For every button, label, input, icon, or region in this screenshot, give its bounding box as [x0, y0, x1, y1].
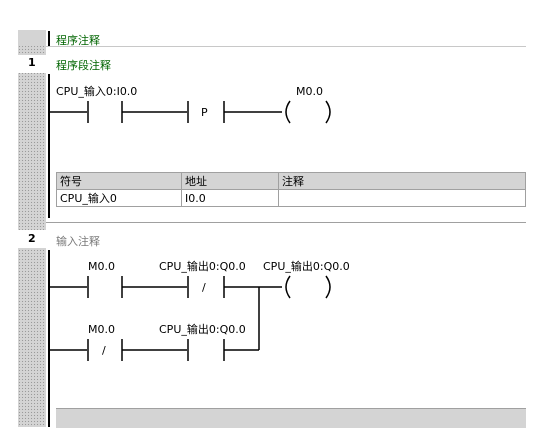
coil-cpu-output0-label: CPU_输出0:Q0.0 [263, 259, 350, 273]
coil-cpu-output0[interactable]: CPU_输出0:Q0.0 [263, 259, 350, 299]
comment-column-header[interactable]: 注释 [278, 172, 526, 190]
contact-cpu-input0[interactable]: CPU_输入0:I0.0 [56, 84, 137, 123]
network-1-power-rail [48, 74, 50, 218]
network-2-rung-1: M0.0 / CPU_输出0:Q0.0 CPU_输出0:Q0.0 [49, 259, 350, 299]
program-comment[interactable]: 程序注释 [56, 34, 100, 47]
edge-label: P [201, 106, 208, 119]
network-1-header[interactable] [18, 55, 528, 73]
contact-m0-0[interactable]: M0.0 [87, 260, 123, 298]
network-2-symbol-table-partial [56, 408, 526, 428]
symbol-cell[interactable]: CPU_输入0 [56, 189, 182, 207]
negate-symbol-2: / [102, 344, 106, 357]
network-1-rung: CPU_输入0:I0.0 P M0.0 [49, 84, 331, 124]
contact-cpu-output0[interactable]: CPU_输出0:Q0.0 [159, 322, 246, 361]
network-divider [46, 222, 526, 223]
network-2-header[interactable] [18, 230, 528, 248]
left-gutter [18, 30, 46, 427]
contact-not-cpu-output0-label: CPU_输出0:Q0.0 [159, 259, 246, 273]
network-2-comment[interactable]: 输入注释 [56, 235, 100, 248]
program-comment-marker [48, 31, 50, 46]
contact-not-m0-0-label: M0.0 [88, 323, 115, 336]
network-1-number: 1 [28, 56, 36, 69]
coil-m0-0-label: M0.0 [296, 85, 323, 98]
program-comment-divider [46, 46, 526, 47]
network-2-number: 2 [28, 232, 36, 245]
table-row[interactable]: CPU_输入0 I0.0 [56, 189, 526, 207]
contact-m0-0-label: M0.0 [88, 260, 115, 273]
contact-not-cpu-output0[interactable]: / CPU_输出0:Q0.0 [159, 259, 246, 298]
network-1-symbol-table: 符号 地址 注释 CPU_输入0 I0.0 [56, 172, 526, 207]
negate-symbol: / [202, 281, 206, 294]
address-column-header[interactable]: 地址 [181, 172, 279, 190]
program-comment-gutter [18, 30, 46, 46]
coil-m0-0[interactable]: M0.0 [285, 85, 331, 124]
positive-edge-contact[interactable]: P [187, 101, 225, 123]
comment-cell[interactable] [278, 189, 526, 207]
network-2-rung-2: / M0.0 CPU_输出0:Q0.0 [49, 287, 260, 361]
network-1-comment[interactable]: 程序段注释 [56, 59, 111, 72]
network-2-power-rail [48, 250, 50, 427]
contact-cpu-output0-label: CPU_输出0:Q0.0 [159, 322, 246, 336]
symbol-table-header: 符号 地址 注释 [56, 172, 526, 190]
address-cell[interactable]: I0.0 [181, 189, 279, 207]
contact-cpu-input0-label: CPU_输入0:I0.0 [56, 84, 137, 98]
contact-not-m0-0[interactable]: / M0.0 [87, 323, 123, 361]
symbol-column-header[interactable]: 符号 [56, 172, 182, 190]
